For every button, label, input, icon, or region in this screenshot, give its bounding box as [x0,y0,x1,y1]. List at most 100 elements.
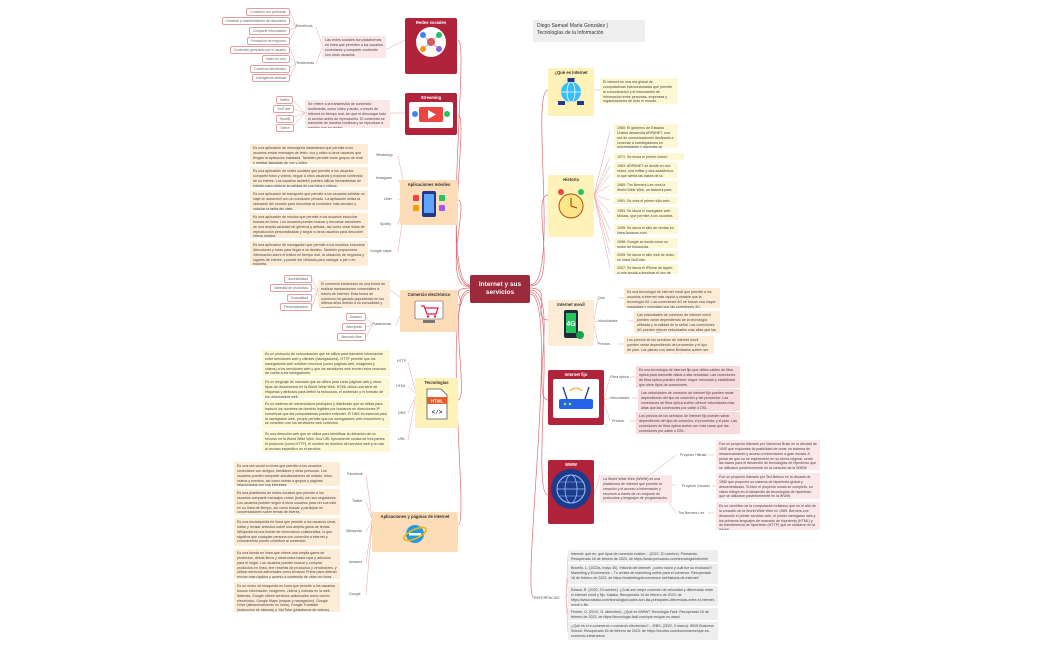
aplicacion-description: Es un motor de búsqueda en línea que per… [234,582,340,612]
topic-title: WWW [565,462,577,467]
router-icon [553,379,599,419]
topic-redes-sociales[interactable]: Redes sociales [405,18,457,74]
www-item-name[interactable]: Proyecto Hiltrala [680,453,707,457]
redes-description: Las redes sociales son plataformas en lí… [322,36,386,58]
historia-event: 1991: Se crea el primer sitio web. [614,197,678,204]
fijo-item-description: Las velocidades de conexión de internet … [638,389,740,411]
comercio-plataforma[interactable]: Amazon [345,313,366,322]
comercio-plataforma[interactable]: Aliexpress [342,323,366,332]
topic-title: Aplicaciones y páginas de internet [380,514,450,519]
comercio-feature[interactable]: Personalización [280,303,312,312]
aplicacion-name[interactable]: Wikipedia [346,529,362,533]
app-name[interactable]: WhatsApp [376,153,393,157]
topic-comercio-electronico[interactable]: Comercio electrónico [400,290,458,332]
comercio-plataformas-label[interactable]: Plataformas [372,322,392,326]
history-clock-icon [554,184,588,225]
referencia-item: Fleeter, O. (2019, 11 diciembre). ¿Qué e… [568,608,718,620]
redes-tendencias-label[interactable]: Tendencias [296,61,315,65]
redes-beneficio-item[interactable]: Promoción de negocios [246,37,290,46]
app-name[interactable]: Uber [384,197,392,201]
app-name[interactable]: Instagram [376,176,392,180]
tech-name[interactable]: URL [398,437,406,441]
fijo-item-description: Los precios de los servicios de internet… [636,412,740,434]
topic-tecnologias[interactable]: Tecnologías HTML</> [415,378,458,428]
fijo-item-name[interactable]: Precios [612,419,624,423]
aplicacion-description: Es una plataforma de redes sociales que … [234,489,340,515]
historia-event: 1993: Se lanza el navegador web Mosaic, … [614,207,678,220]
topic-historia[interactable]: Historia [548,175,594,237]
topic-internet-fijo[interactable]: Internet fijo [548,370,604,425]
www-item-name[interactable]: Tim Berners Lee [678,511,705,515]
topic-title: Streaming [420,95,442,100]
tech-name[interactable]: HTTP [397,359,407,363]
app-description: Es una aplicación de transporte que perm… [250,190,368,210]
movil-item-description: Es una tecnología de internet móvil que … [624,288,720,308]
app-name[interactable]: Spotify [380,222,391,226]
aplicacion-name[interactable]: Facebook [347,472,363,476]
topic-title: Comercio electrónico [407,292,451,297]
streaming-item[interactable]: Netflix [276,96,294,105]
redes-beneficio-item[interactable]: Compartir información [248,27,290,36]
comercio-feature[interactable]: Comodidad [286,294,312,303]
author-name: Diego Samuel María González | [537,23,608,29]
app-description: Es una aplicación de mensajería instantá… [250,144,368,164]
topic-internet-movil[interactable]: Internet movil 4G [548,300,594,346]
aplicacion-name[interactable]: Google [349,592,361,596]
topic-streaming[interactable]: Streaming [405,93,457,135]
www-item-name[interactable]: Proyecto Xanadu [682,484,710,488]
tech-description: Es un sistema de nomenclatura jerárquico… [262,400,390,428]
comercio-feature[interactable]: Accesibilidad [284,275,312,284]
www-item-description: Fue un proyecto liderado por Ted Nelson … [716,473,820,499]
aplicacion-description: Es una enciclopedia en línea que permite… [234,518,340,546]
topic-www[interactable]: WWW [548,460,594,524]
referencia-item: Briceño, L. (2022a, mayo 30). Historia d… [568,564,718,584]
4g-phone-icon: 4G [556,309,586,342]
topic-aplicaciones-internet[interactable]: Aplicaciones y páginas de internet [372,512,458,552]
world-wide-web-icon [551,469,591,510]
topic-title: ¿Qué es Internet [554,70,588,75]
redes-tendencia-item[interactable]: Contenido generado por el usuario [229,46,290,55]
redes-beneficio-item[interactable]: Conexión con personas [246,8,290,17]
aplicacion-description: Es una red social en línea que permite a… [234,462,340,486]
historia-event: 1971: Se envía el primer correo electrón… [614,153,684,160]
referencias-label[interactable]: REFERENCIAS [534,596,560,600]
tech-description: Es un lenguaje de marcado que se utiliza… [262,378,390,398]
redes-beneficios-label[interactable]: Beneficios [296,24,313,28]
topic-que-es-internet[interactable]: ¿Qué es Internet [548,68,594,116]
streaming-item[interactable]: Twitch [276,124,294,133]
tech-description: Es un protocolo de comunicación que se u… [262,350,390,376]
historia-event: 2007: Se lanza el iPhone de Apple, lo qu… [614,264,678,274]
redes-beneficio-item[interactable]: Creación y mantenimiento de relaciones [221,17,290,26]
tech-description: Es una dirección web que se utiliza para… [262,430,390,452]
redes-tendencia-item[interactable]: Video en vivo [261,55,290,64]
referencia-item: Eslava, R. (2020, 23 octubre). ¿Cuál son… [568,586,718,606]
tech-name[interactable]: HTML [396,384,406,388]
app-name[interactable]: Google maps [370,249,392,253]
historia-event: 1983: ARPANET se divide en dos redes, un… [614,162,678,178]
movil-item-name[interactable]: Velocidades [598,319,618,323]
redes-tendencia-item[interactable]: Comercio electrónico [250,65,290,74]
author-header: Diego Samuel María González | Tecnología… [533,20,645,42]
streaming-item[interactable]: Spotify [276,115,295,124]
tech-name[interactable]: DNS [398,411,406,415]
fijo-item-description: Es una tecnología de internet fijo que u… [636,366,740,388]
redes-tendencia-item[interactable]: Inteligencia artificial [252,74,290,83]
aplicacion-name[interactable]: Amazon [349,560,363,564]
comercio-plataforma[interactable]: Mercado libre [337,333,366,342]
que-es-description: El internet es una red global de computa… [600,78,678,104]
central-topic[interactable]: Internet y sus servicios [470,275,530,303]
topic-title: Redes sociales [415,20,447,25]
streaming-item[interactable]: YouTube [273,105,295,114]
historia-event: 1989: Tim Berners-Lee crea la World Wide… [614,181,678,194]
movil-item-name[interactable]: Precios [598,342,610,346]
movil-item-name[interactable]: Qué [598,296,605,300]
topic-aplicaciones-moviles[interactable]: Aplicaciones móviles [400,180,458,225]
historia-event: 1995: Se lanza el sitio de ventas en lín… [614,224,678,234]
referencia-item: Internet: qué es, qué tipos de conexión … [568,550,718,562]
course-name: Tecnologías de la Información [537,30,604,36]
fijo-item-name[interactable]: Velocidades [610,396,630,400]
aplicacion-description: Es una tienda en línea que ofrece una am… [234,549,340,579]
comercio-feature[interactable]: Variedad de productos [270,284,312,293]
fijo-item-name[interactable]: Fibra óptica [610,375,629,379]
aplicacion-name[interactable]: Twitter [352,499,363,503]
